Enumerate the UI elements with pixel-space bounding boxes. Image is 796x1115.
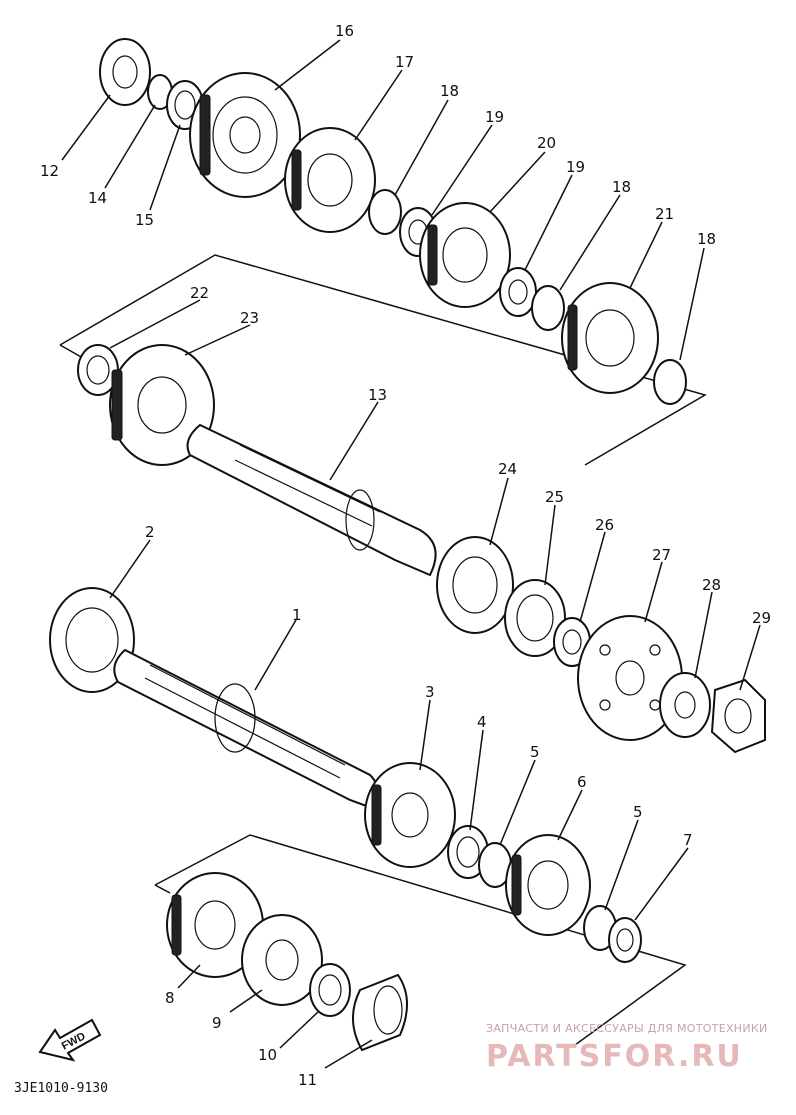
- circlip-18-a: [368, 189, 402, 235]
- callout-19-a: 19: [485, 108, 504, 126]
- callout-9: 9: [212, 1014, 222, 1032]
- bearing-2: [49, 587, 135, 693]
- watermark-tagline: ЗАПЧАСТИ И АКСЕССУАРЫ ДЛЯ МОТОТЕХНИКИ: [486, 1022, 768, 1035]
- gear-21: [561, 282, 659, 394]
- oil-seal-25: [504, 579, 566, 657]
- circlip-18-b: [531, 285, 565, 331]
- callout-11: 11: [298, 1071, 317, 1089]
- callout-12: 12: [40, 162, 59, 180]
- gear-3: [364, 762, 456, 868]
- drive-axle-1: [113, 648, 379, 810]
- lock-washer-28: [659, 672, 711, 738]
- washer-10: [309, 963, 351, 1017]
- bearing-12: [99, 38, 151, 106]
- callout-labels: 1 2 3 4 5 5 6 7 8 9 10 11 12 13 14 15 16…: [40, 22, 771, 1089]
- callout-17: 17: [395, 53, 414, 71]
- gear-17: [284, 127, 376, 233]
- callout-16: 16: [335, 22, 354, 40]
- callout-5-b: 5: [633, 803, 643, 821]
- callout-13: 13: [368, 386, 387, 404]
- callout-29: 29: [752, 609, 771, 627]
- drawing-code: 3JE1010-9130: [14, 1081, 108, 1096]
- callout-24: 24: [498, 460, 517, 478]
- callout-27: 27: [652, 546, 671, 564]
- callout-3: 3: [425, 683, 435, 701]
- callout-21: 21: [655, 205, 674, 223]
- bearing-24: [436, 536, 514, 634]
- gear-8: [166, 872, 264, 978]
- callout-23: 23: [240, 309, 259, 327]
- callout-8: 8: [165, 989, 175, 1007]
- callout-14: 14: [88, 189, 107, 207]
- main-axle-13: [186, 423, 437, 577]
- callout-5-a: 5: [530, 743, 540, 761]
- gear-23: [109, 344, 215, 466]
- forward-arrow-icon: FWD: [38, 1018, 102, 1062]
- callout-2: 2: [145, 523, 155, 541]
- gear-20: [419, 202, 511, 308]
- gear-9: [241, 914, 323, 1006]
- callout-19-b: 19: [566, 158, 585, 176]
- callout-18-c: 18: [697, 230, 716, 248]
- lower-group-bracket: [154, 834, 687, 1046]
- callout-7: 7: [683, 831, 693, 849]
- nut-29: [710, 678, 766, 754]
- callout-28: 28: [702, 576, 721, 594]
- watermark-brand: PARTSFOR.RU: [486, 1039, 743, 1074]
- callout-4: 4: [477, 713, 487, 731]
- callout-6: 6: [577, 773, 587, 791]
- leader-lines: [61, 39, 761, 1069]
- gear-16: [189, 72, 301, 198]
- washer-19-b: [499, 267, 537, 317]
- callout-25: 25: [545, 488, 564, 506]
- callout-1: 1: [292, 606, 302, 624]
- circlip-18-c: [653, 359, 687, 405]
- watermark: ЗАПЧАСТИ И АКСЕССУАРЫ ДЛЯ МОТОТЕХНИКИ PA…: [486, 1022, 768, 1074]
- callout-20: 20: [537, 134, 556, 152]
- callout-26: 26: [595, 516, 614, 534]
- callout-18-a: 18: [440, 82, 459, 100]
- callout-10: 10: [258, 1046, 277, 1064]
- gear-6: [505, 834, 591, 936]
- washer-7: [608, 917, 642, 963]
- callout-18-b: 18: [612, 178, 631, 196]
- needle-bearing-11: [351, 973, 409, 1052]
- callout-22: 22: [190, 284, 209, 302]
- callout-15: 15: [135, 211, 154, 229]
